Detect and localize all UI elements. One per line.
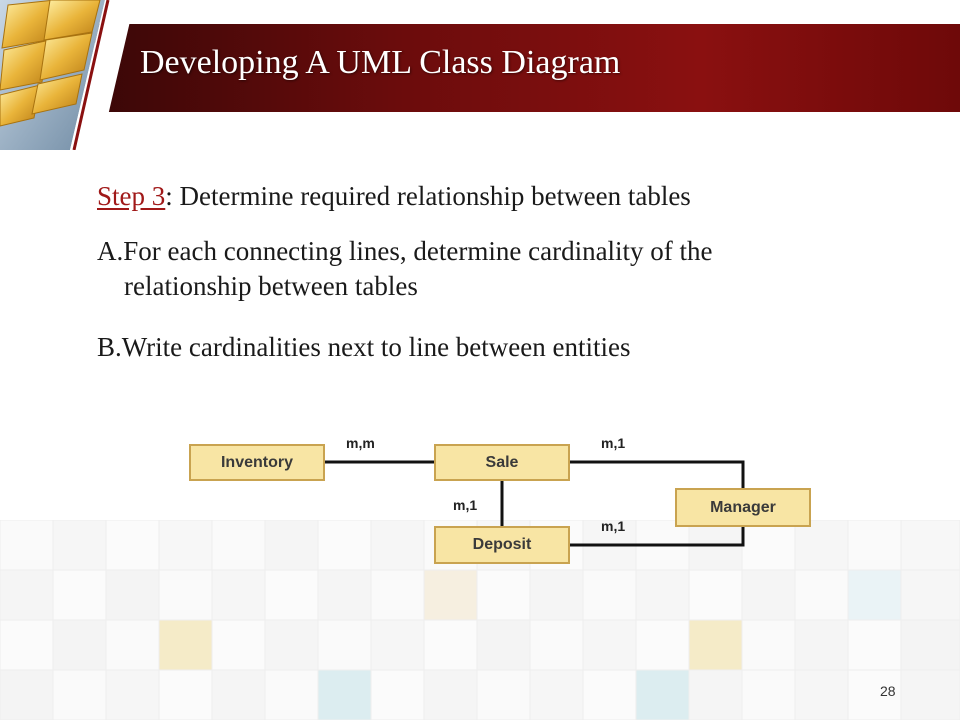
item-a-line-2: relationship between tables — [124, 271, 418, 301]
step-description: : Determine required relationship betwee… — [165, 181, 691, 211]
title-bar — [95, 24, 960, 112]
entity-manager: Manager — [675, 488, 811, 527]
step-line: Step 3: Determine required relationship … — [97, 181, 691, 212]
item-b: B.Write cardinalities next to line betwe… — [97, 332, 631, 362]
cardinality-inventory-sale: m,m — [346, 435, 375, 451]
entity-inventory: Inventory — [189, 444, 325, 481]
connector-deposit-manager — [569, 527, 745, 547]
page-number: 28 — [880, 683, 896, 699]
cardinality-sale-deposit: m,1 — [453, 497, 478, 513]
page-title: Developing A UML Class Diagram — [140, 44, 621, 81]
entity-deposit: Deposit — [434, 526, 570, 564]
connector-sale-manager — [569, 460, 745, 490]
step-label: Step 3 — [97, 181, 166, 211]
cardinality-deposit-manager: m,1 — [601, 518, 626, 534]
slide-header: Developing A UML Class Diagram — [0, 0, 960, 150]
background-tile-grid — [0, 520, 960, 720]
cardinality-sale-manager: m,1 — [601, 435, 626, 451]
gold-bars-image — [0, 0, 135, 150]
entity-sale: Sale — [434, 444, 570, 481]
item-a-line-1: A.For each connecting lines, determine c… — [97, 236, 713, 266]
